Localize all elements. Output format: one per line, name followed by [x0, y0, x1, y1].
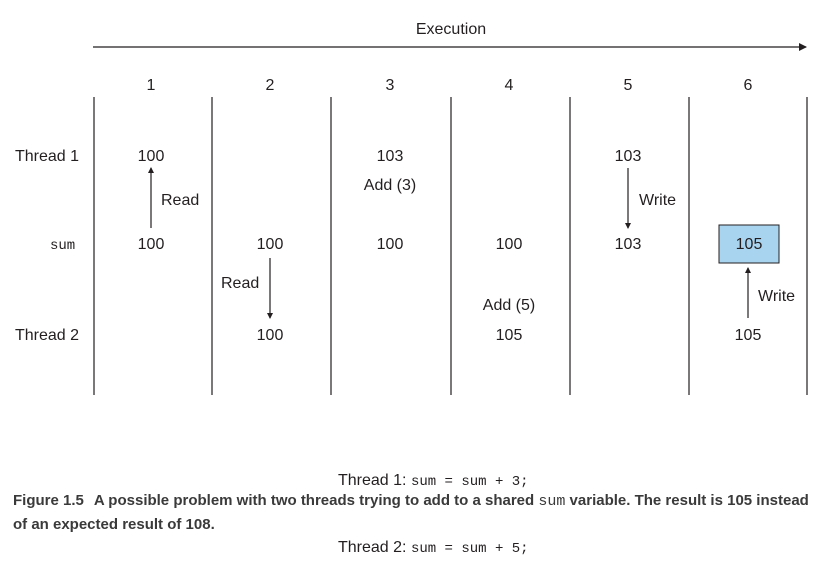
sum-value: 100	[257, 236, 284, 253]
row-label-sum: sum	[50, 238, 75, 254]
code-line-prefix: Thread 2:	[338, 539, 411, 556]
read-label: Read	[161, 192, 199, 209]
column-dividers	[93, 97, 808, 395]
column-number: 5	[624, 77, 633, 94]
figure-label: Figure 1.5	[13, 492, 84, 509]
code-statement: sum = sum + 5;	[410, 541, 529, 557]
thread1-value: 103	[377, 148, 404, 165]
final-sum-value: 105	[736, 236, 763, 253]
code-statement: sum = sum + 3;	[410, 474, 529, 490]
thread-race-diagram: Execution 1 2 3 4 5 6 Thread 1 sum Threa…	[15, 21, 808, 395]
row-label-thread2: Thread 2	[15, 327, 79, 344]
caption-code: sum	[538, 493, 566, 510]
column-number: 2	[266, 77, 275, 94]
add-label: Add (3)	[364, 177, 416, 194]
column-number: 3	[386, 77, 395, 94]
sum-value: 100	[138, 236, 165, 253]
figure-caption: Figure 1.5 A possible problem with two th…	[13, 489, 813, 536]
caption-text: variable. The result is 105 instead of a…	[13, 492, 809, 533]
thread1-value: 103	[615, 148, 642, 165]
write-label: Write	[639, 192, 676, 209]
caption-text: A possible problem with two threads tryi…	[93, 492, 539, 509]
thread1-value: 100	[138, 148, 165, 165]
sum-value: 100	[496, 236, 523, 253]
add-label: Add (5)	[483, 297, 535, 314]
sum-value: 100	[377, 236, 404, 253]
thread2-value: 100	[257, 327, 284, 344]
row-label-thread1: Thread 1	[15, 148, 79, 165]
thread2-value: 105	[496, 327, 523, 344]
column-number: 4	[505, 77, 514, 94]
thread2-value: 105	[735, 327, 762, 344]
write-label: Write	[758, 288, 795, 305]
column-number: 6	[744, 77, 753, 94]
final-sum-highlight-box	[718, 224, 780, 264]
code-line-prefix: Thread 1:	[338, 472, 411, 489]
code-line-thread1: Thread 1: sum = sum + 3;	[338, 470, 529, 493]
read-label: Read	[221, 275, 259, 292]
sum-value: 103	[615, 236, 642, 253]
execution-label: Execution	[416, 21, 486, 38]
column-number: 1	[147, 77, 156, 94]
code-line-thread2: Thread 2: sum = sum + 5;	[338, 537, 529, 560]
